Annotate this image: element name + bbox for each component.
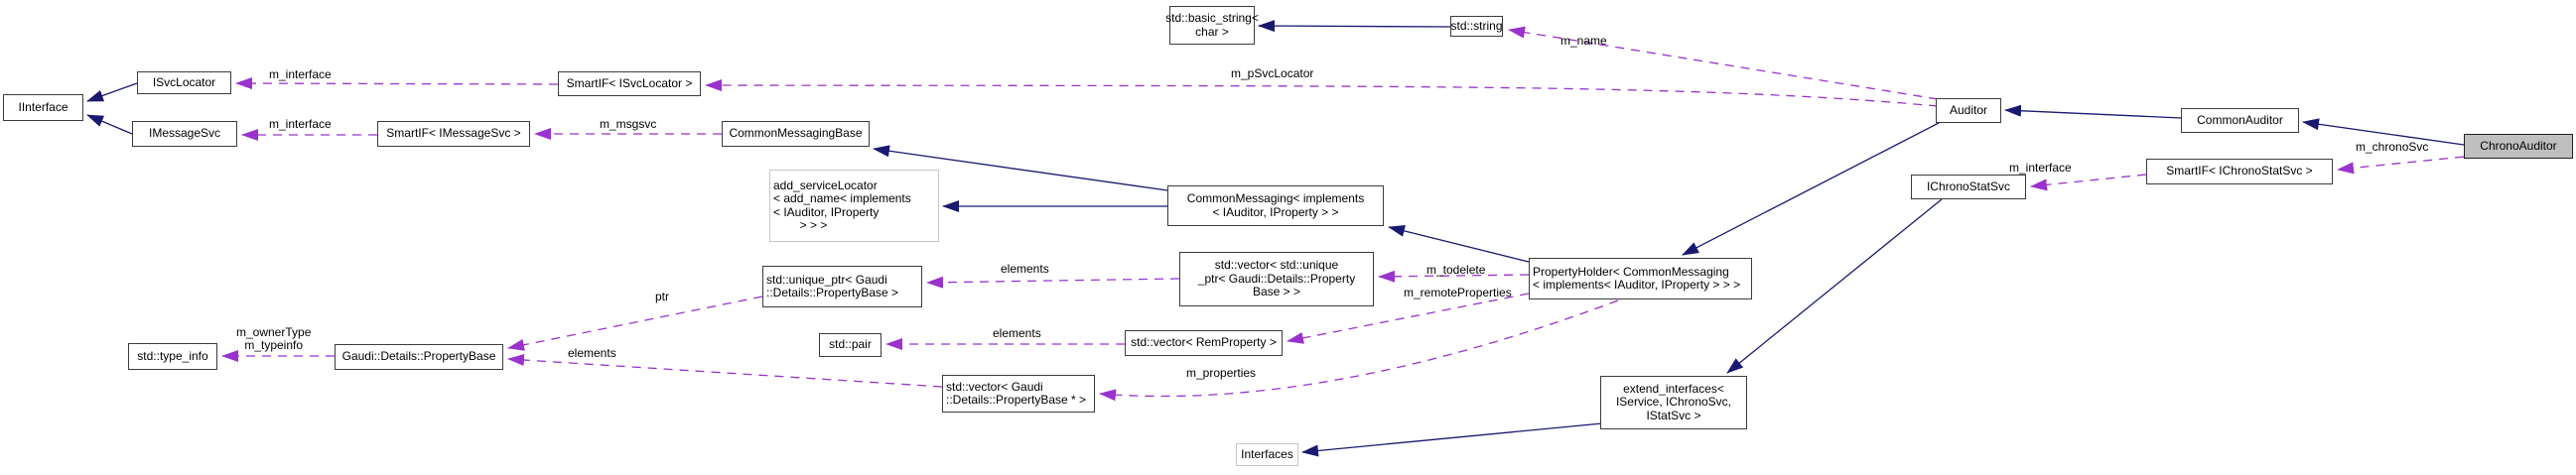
edge-label-m-todelete: m_todelete (1426, 263, 1486, 277)
node-chrono-auditor[interactable]: ChronoAuditor (2464, 134, 2573, 159)
edge-vectoruniqueptr-elements-uniqueptr (926, 276, 1180, 289)
node-imessagesvc[interactable]: IMessageSvc (132, 121, 237, 147)
edge-commonauditor-to-auditor (2004, 104, 2182, 119)
node-extend-interfaces[interactable]: extend_interfaces< IService, IChronoSvc,… (1600, 376, 1747, 429)
edge-label-m-remoteproperties: m_remoteProperties (1404, 286, 1512, 299)
edge-uniqueptr-ptr-propertybase (507, 296, 763, 351)
edge-propertyholder-to-commonmessaging (1388, 225, 1530, 263)
node-string[interactable]: std::string (1450, 16, 1503, 37)
edge-label-m-ownertype-m-typeinfo: m_ownerType m_typeinfo (236, 325, 312, 352)
edge-smartifichronostatsvc-minterface-ichronostatsvc (2030, 174, 2147, 191)
node-ichronostatsvc[interactable]: IChronoStatSvc (1911, 175, 2026, 199)
node-vector-uniqueptr[interactable]: std::vector< std::unique _ptr< Gaudi::De… (1179, 252, 1374, 306)
edge-chronoauditor-to-commonauditor (2302, 118, 2465, 146)
edge-label-m-psvclocator: m_pSvcLocator (1231, 66, 1314, 80)
node-typeinfo[interactable]: std::type_info (128, 343, 217, 370)
node-add-servicelocator: add_serviceLocator < add_name< implement… (769, 170, 939, 242)
node-iinterface[interactable]: IInterface (3, 94, 83, 121)
node-auditor[interactable]: Auditor (1936, 98, 2001, 123)
edge-isvclocator-to-iinterface (86, 82, 138, 102)
node-smartif-imessagesvc[interactable]: SmartIF< IMessageSvc > (377, 121, 530, 147)
node-smartif-ichronostatsvc[interactable]: SmartIF< IChronoStatSvc > (2146, 159, 2333, 184)
edge-label-ptr: ptr (655, 290, 670, 303)
edge-auditor-to-propertyholder (1682, 122, 1940, 256)
edge-ichronostatsvc-to-extendinterfaces (1726, 198, 1943, 374)
node-uniqueptr-propertybase[interactable]: std::unique_ptr< Gaudi ::Details::Proper… (762, 266, 922, 307)
edge-label-m-name: m_name (1560, 34, 1607, 48)
edge-imessagesvc-to-iinterface (86, 114, 133, 135)
edge-label-m-chronosvc: m_chronoSvc (2356, 140, 2429, 154)
node-propertyholder[interactable]: PropertyHolder< CommonMessaging < implem… (1529, 258, 1752, 299)
edge-extendinterfaces-to-interfaces (1301, 422, 1603, 457)
edge-label-elements-pair: elements (993, 326, 1041, 340)
edge-auditor-mname-string (1508, 26, 1939, 100)
edge-label-m-properties: m_properties (1186, 366, 1257, 380)
node-common-auditor[interactable]: CommonAuditor (2181, 108, 2299, 133)
node-basic-string[interactable]: std::basic_string< char > (1165, 6, 1259, 45)
node-commonmessaging[interactable]: CommonMessaging< implements < IAuditor, … (1167, 185, 1384, 226)
edge-label-elements-uniqueptr: elements (1001, 262, 1049, 276)
node-propertybase[interactable]: Gaudi::Details::PropertyBase (335, 344, 503, 370)
edge-propertyholder-mproperties-vector (1099, 299, 1619, 402)
edge-label-m-interface-right: m_interface (2009, 161, 2072, 175)
edge-chronoauditor-mchronosvc-smartif (2337, 156, 2465, 175)
node-isvclocator[interactable]: ISvcLocator (137, 71, 231, 94)
edge-commonmessaging-to-commonmessagingbase (873, 145, 1168, 191)
edge-label-m-msgsvc: m_msgsvc (600, 117, 657, 131)
node-vector-propertybase-ptr[interactable]: std::vector< Gaudi ::Details::PropertyBa… (942, 375, 1095, 413)
edge-label-elements-propertybase: elements (568, 346, 616, 360)
edge-string-to-basicstring (1258, 20, 1451, 33)
edge-label-m-interface-top: m_interface (269, 67, 332, 81)
node-interfaces: Interfaces (1236, 443, 1298, 466)
edge-smartifisvclocator-minterface-isvclocator (235, 77, 559, 90)
edge-label-m-interface-mid: m_interface (269, 117, 332, 131)
edge-vectorpropertybaseptr-elements-propertybase (507, 354, 943, 388)
edge-auditor-psvclocator-smartif (705, 79, 1939, 107)
node-commonmessagingbase[interactable]: CommonMessagingBase (722, 121, 870, 147)
node-vector-remproperty[interactable]: std::vector< RemProperty > (1125, 330, 1283, 356)
node-smartif-isvclocator[interactable]: SmartIF< ISvcLocator > (558, 71, 701, 96)
node-pair[interactable]: std::pair (819, 333, 881, 357)
